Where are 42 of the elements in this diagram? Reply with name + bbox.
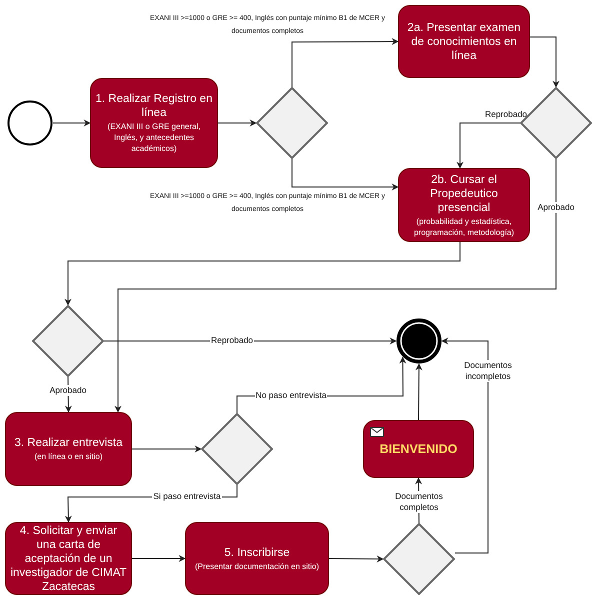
edge-label: No paso entrevista	[254, 390, 328, 401]
end-event-circle	[396, 318, 442, 364]
arrow	[292, 158, 399, 190]
edge-label: Aprobado	[536, 202, 576, 213]
arrow	[64, 242, 460, 306]
arrow	[415, 363, 422, 420]
start-event-circle	[7, 100, 53, 146]
step-title: 2b. Cursar el Propedeutico presencial	[429, 172, 499, 214]
process-box	[398, 168, 530, 242]
process-box	[185, 522, 329, 595]
step-detail: (Presentar documentación en sitio)	[194, 560, 320, 572]
process-box	[398, 5, 530, 78]
edge-label: Si paso entrevista	[152, 491, 222, 502]
arrow	[328, 555, 384, 562]
step-title: 1. Realizar Registro en línea	[95, 92, 213, 120]
process-box	[90, 78, 218, 168]
step-detail: (en línea o en sitio)	[34, 451, 103, 462]
arrow	[132, 555, 186, 562]
decision-diamond	[32, 305, 104, 377]
step-detail: (probabilidad y estadística, programación, metodología)	[412, 216, 516, 238]
decision-diamond	[201, 413, 273, 485]
arrow	[456, 122, 520, 169]
message-box	[363, 420, 474, 478]
decision-diamond	[383, 523, 455, 595]
message-text: BIENVENIDO	[380, 440, 458, 458]
edge-label: Aprobado	[48, 385, 88, 396]
step-detail: (EXANI III o GRE general, Inglés, y antecedentes académicos)	[106, 121, 202, 154]
edge-label: Reprobado	[484, 109, 528, 120]
arrow	[114, 158, 556, 413]
step-title: 4. Solicitar y enviar una carta de aceptación de un investigador de CIMAT Zacatecas	[10, 524, 127, 594]
step-title: 5. Inscribirse	[224, 546, 290, 560]
edge-label: Reprobado	[210, 335, 254, 346]
arrow	[441, 338, 488, 554]
step-title: 2a. Presentar examen de conocimientos en línea	[406, 20, 522, 62]
arrow	[218, 120, 257, 126]
arrow	[52, 120, 91, 126]
arrow	[132, 446, 202, 452]
arrow	[292, 38, 399, 88]
process-box	[5, 412, 132, 486]
decision-diamond	[256, 87, 328, 159]
step-title: 3. Realizar entrevista	[14, 436, 123, 450]
arrow	[530, 36, 560, 88]
